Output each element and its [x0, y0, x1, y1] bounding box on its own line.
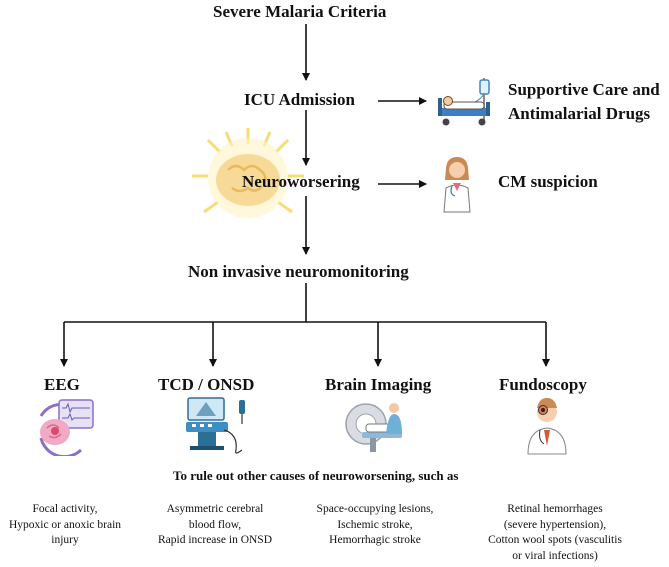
fundoscopy-desc-line: (severe hypertension), [503, 518, 607, 531]
eeg-description: Focal activity, Hypoxic or anoxic brain … [0, 502, 130, 549]
eeg-desc-line: Hypoxic or anoxic brain [8, 518, 122, 531]
fundoscopy-description: Retinal hemorrhages (severe hypertension… [470, 502, 640, 564]
non-invasive-neuromonitoring: Non invasive neuromonitoring [188, 262, 409, 281]
supportive-care: Supportive Care and Antimalarial Drugs [508, 78, 660, 126]
fundoscopy-desc-line: Cotton wool spots (vasculitis [488, 534, 622, 547]
tool-title-tcd-onsd: TCD / ONSD [158, 375, 255, 394]
imaging-desc-line: Hemorrhagic stroke [329, 534, 421, 547]
fundoscopy-desc-line: or viral infections) [512, 549, 598, 562]
tcd-desc-line: blood flow, [188, 518, 242, 531]
ophthalmologist-icon [527, 398, 567, 455]
fundoscopy-desc-line: Retinal hemorrhages [507, 503, 603, 515]
imaging-desc-line: Ischemic stroke, [337, 518, 413, 531]
glowing-brain-icon [192, 128, 304, 218]
eeg-brain-icon [39, 399, 94, 456]
tool-title-brain-imaging: Brain Imaging [325, 375, 432, 394]
neuroworsening: Neuroworsering [242, 172, 360, 191]
hospital-bed-icon [438, 78, 490, 126]
tcd-desc-line: Asymmetric cerebral [166, 503, 264, 515]
supportive-care-line-2: Antimalarial Drugs [508, 103, 651, 123]
eeg-desc-line: Focal activity, [32, 503, 98, 515]
brain-imaging-description: Space-occupying lesions, Ischemic stroke… [300, 502, 450, 549]
tool-title-eeg: EEG [44, 375, 80, 394]
tcd-onsd-description: Asymmetric cerebral blood flow, Rapid in… [140, 502, 290, 549]
mri-scanner-icon [345, 403, 402, 452]
ultrasound-machine-icon [186, 397, 245, 454]
rule-out-note: To rule out other causes of neuroworseni… [173, 468, 459, 483]
severe-malaria-criteria: Severe Malaria Criteria [213, 2, 387, 21]
tool-title-fundoscopy: Fundoscopy [499, 375, 587, 394]
eeg-desc-line: injury [51, 534, 79, 547]
tcd-desc-line: Rapid increase in ONSD [157, 534, 273, 547]
doctor-icon [443, 157, 471, 213]
icu-admission: ICU Admission [244, 90, 356, 109]
cm-suspicion: CM suspicion [498, 172, 598, 191]
imaging-desc-line: Space-occupying lesions, [316, 503, 434, 515]
supportive-care-line-1: Supportive Care and [508, 80, 660, 99]
